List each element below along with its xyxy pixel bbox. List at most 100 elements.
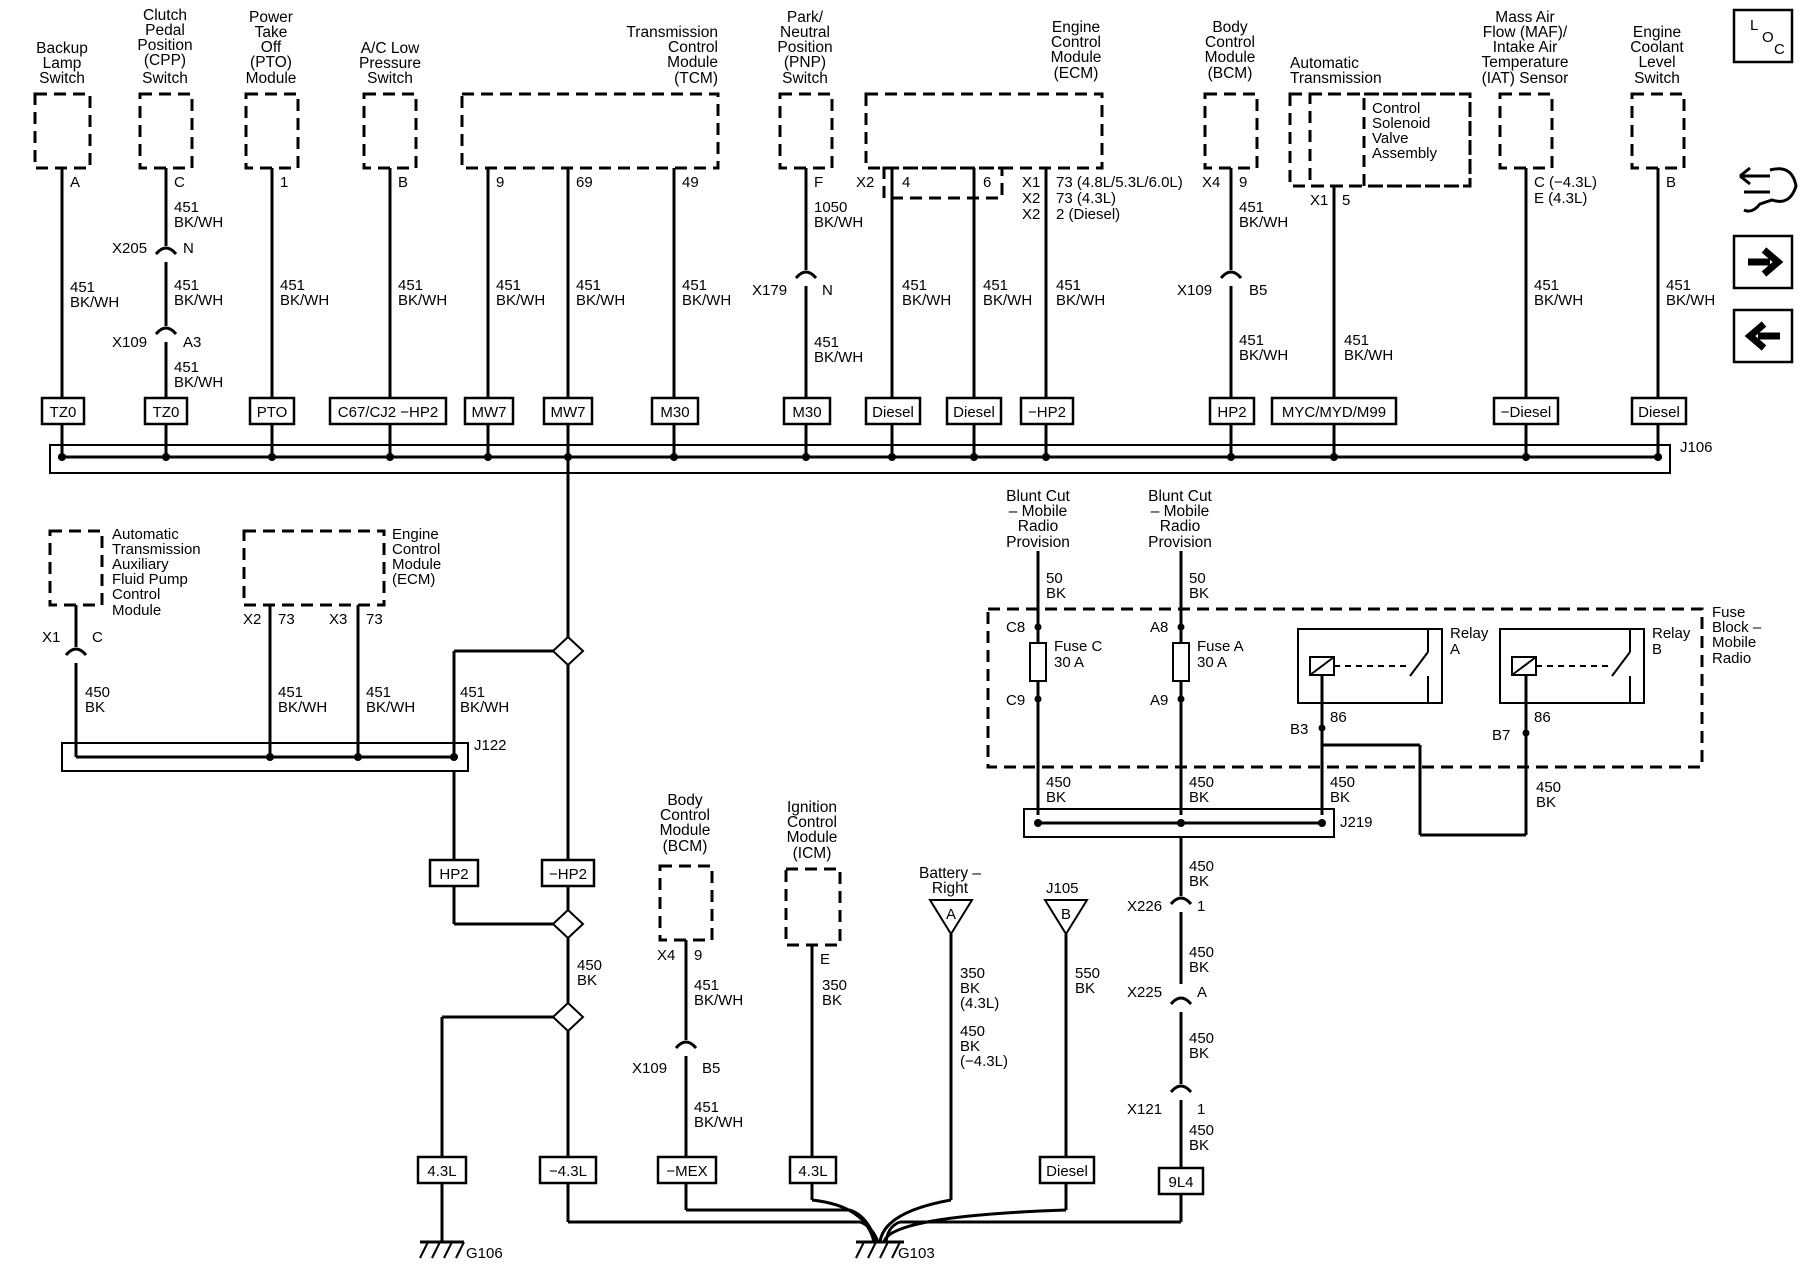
next-page-button[interactable]: [1732, 234, 1794, 290]
svg-text:Control: Control: [112, 586, 160, 603]
svg-text:Coolant: Coolant: [1630, 39, 1684, 56]
svg-text:(CPP): (CPP): [144, 52, 186, 69]
svg-text:−HP2: −HP2: [1028, 404, 1066, 421]
svg-text:C: C: [92, 629, 103, 646]
svg-text:BK/WH: BK/WH: [280, 292, 329, 309]
svg-text:(−4.3L): (−4.3L): [960, 1053, 1008, 1070]
svg-text:BK: BK: [1536, 794, 1556, 811]
svg-text:C (−4.3L): C (−4.3L): [1534, 174, 1597, 191]
svg-text:X4: X4: [1202, 174, 1220, 191]
svg-text:M30: M30: [660, 404, 689, 421]
relay-switch-icon: [1611, 651, 1631, 677]
svg-text:X2: X2: [1022, 190, 1040, 207]
svg-text:Assembly: Assembly: [1372, 145, 1438, 162]
svg-text:−Diesel: −Diesel: [1501, 404, 1551, 421]
svg-text:X3: X3: [329, 611, 347, 628]
svg-text:550: 550: [1075, 965, 1100, 982]
svg-text:Solenoid: Solenoid: [1372, 115, 1430, 132]
svg-text:−HP2: −HP2: [549, 866, 587, 883]
relay-a: [1297, 628, 1443, 704]
svg-text:X1: X1: [1022, 174, 1040, 191]
svg-text:73 (4.8L/5.3L/6.0L): 73 (4.8L/5.3L/6.0L): [1056, 174, 1183, 191]
svg-text:Switch: Switch: [39, 70, 85, 87]
svg-text:Fuse C: Fuse C: [1054, 638, 1103, 655]
svg-text:Clutch: Clutch: [143, 7, 187, 24]
svg-text:Fuse: Fuse: [1712, 604, 1745, 621]
splice-label-j106: J106: [1680, 439, 1713, 456]
svg-text:Automatic: Automatic: [112, 526, 179, 543]
svg-text:9: 9: [694, 947, 702, 964]
svg-text:451: 451: [682, 277, 707, 294]
svg-text:451: 451: [174, 277, 199, 294]
svg-text:X225: X225: [1127, 984, 1162, 1001]
svg-text:A: A: [1197, 984, 1207, 1001]
svg-text:BK: BK: [1189, 789, 1209, 806]
svg-text:A3: A3: [183, 334, 201, 351]
svg-text:451: 451: [902, 277, 927, 294]
svg-text:TZ0: TZ0: [153, 404, 180, 421]
svg-text:B7: B7: [1492, 727, 1510, 744]
svg-text:4.3L: 4.3L: [798, 1163, 827, 1180]
svg-text:(PNP): (PNP): [784, 54, 826, 71]
svg-text:BK/WH: BK/WH: [694, 1114, 743, 1131]
side-navigation: L O C: [1732, 8, 1798, 364]
splice-pack-j219: [1023, 808, 1335, 838]
fuse-block-mobile-radio: [986, 607, 1704, 769]
previous-page-button[interactable]: [1732, 308, 1794, 364]
svg-text:Radio: Radio: [1160, 518, 1201, 535]
svg-text:451: 451: [694, 1099, 719, 1116]
arrow-left-icon: [1744, 321, 1780, 351]
connector-view-icon[interactable]: [1739, 166, 1798, 213]
svg-text:J105: J105: [1046, 880, 1079, 897]
svg-text:450: 450: [1536, 779, 1561, 796]
svg-text:Block –: Block –: [1712, 619, 1762, 636]
svg-text:451: 451: [1344, 332, 1369, 349]
svg-text:BK/WH: BK/WH: [902, 292, 951, 309]
svg-text:Auxiliary: Auxiliary: [112, 556, 169, 573]
svg-text:Module: Module: [1051, 49, 1102, 66]
splice-pack-j122: [61, 742, 469, 772]
svg-text:450: 450: [1330, 774, 1355, 791]
automatic-transmission: Automatic Transmission Control Solenoid …: [1270, 55, 1472, 461]
svg-text:451: 451: [1534, 277, 1559, 294]
svg-text:BK/WH: BK/WH: [174, 214, 223, 231]
svg-text:BK/WH: BK/WH: [460, 699, 509, 716]
svg-text:Position: Position: [777, 39, 832, 56]
relay-b: [1499, 628, 1645, 704]
engine-coolant-level-switch: Engine Coolant Level Switch B 451 BK/WH …: [1630, 24, 1715, 461]
locator-button[interactable]: L O C: [1732, 8, 1794, 64]
svg-text:– Mobile: – Mobile: [1151, 503, 1210, 520]
svg-text:E (4.3L): E (4.3L): [1534, 190, 1587, 207]
svg-text:G106: G106: [466, 1245, 503, 1262]
svg-text:BK: BK: [1189, 873, 1209, 890]
inline-connector-triangle: [1043, 899, 1089, 936]
svg-text:(BCM): (BCM): [663, 838, 708, 855]
svg-text:X2: X2: [243, 611, 261, 628]
arrow-right-icon: [1748, 247, 1784, 277]
svg-text:Power: Power: [249, 9, 293, 26]
svg-text:BK/WH: BK/WH: [576, 292, 625, 309]
svg-text:Lamp: Lamp: [43, 55, 82, 72]
svg-text:N: N: [183, 240, 194, 257]
svg-text:BK: BK: [1330, 789, 1350, 806]
svg-text:Ignition: Ignition: [787, 799, 837, 816]
svg-text:Control: Control: [660, 807, 710, 824]
svg-text:BK/WH: BK/WH: [1239, 347, 1288, 364]
control-solenoid-valve-assembly: [1362, 92, 1472, 188]
svg-text:Diesel: Diesel: [1638, 404, 1680, 421]
svg-text:(ICM): (ICM): [793, 845, 832, 862]
svg-text:451: 451: [278, 684, 303, 701]
svg-text:X226: X226: [1127, 898, 1162, 915]
svg-text:Module: Module: [392, 556, 441, 573]
left-lower-section: 451 BK/WH Automatic Transmission Auxilia…: [42, 457, 880, 1262]
svg-text:MW7: MW7: [472, 404, 507, 421]
svg-text:X109: X109: [632, 1060, 667, 1077]
svg-text:BK/WH: BK/WH: [174, 374, 223, 391]
svg-text:N: N: [822, 282, 833, 299]
svg-text:Battery –: Battery –: [919, 865, 981, 882]
svg-text:BK/WH: BK/WH: [174, 292, 223, 309]
svg-text:Neutral: Neutral: [780, 24, 830, 41]
svg-text:451: 451: [366, 684, 391, 701]
svg-text:1: 1: [280, 174, 288, 191]
svg-text:BK/WH: BK/WH: [1239, 214, 1288, 231]
